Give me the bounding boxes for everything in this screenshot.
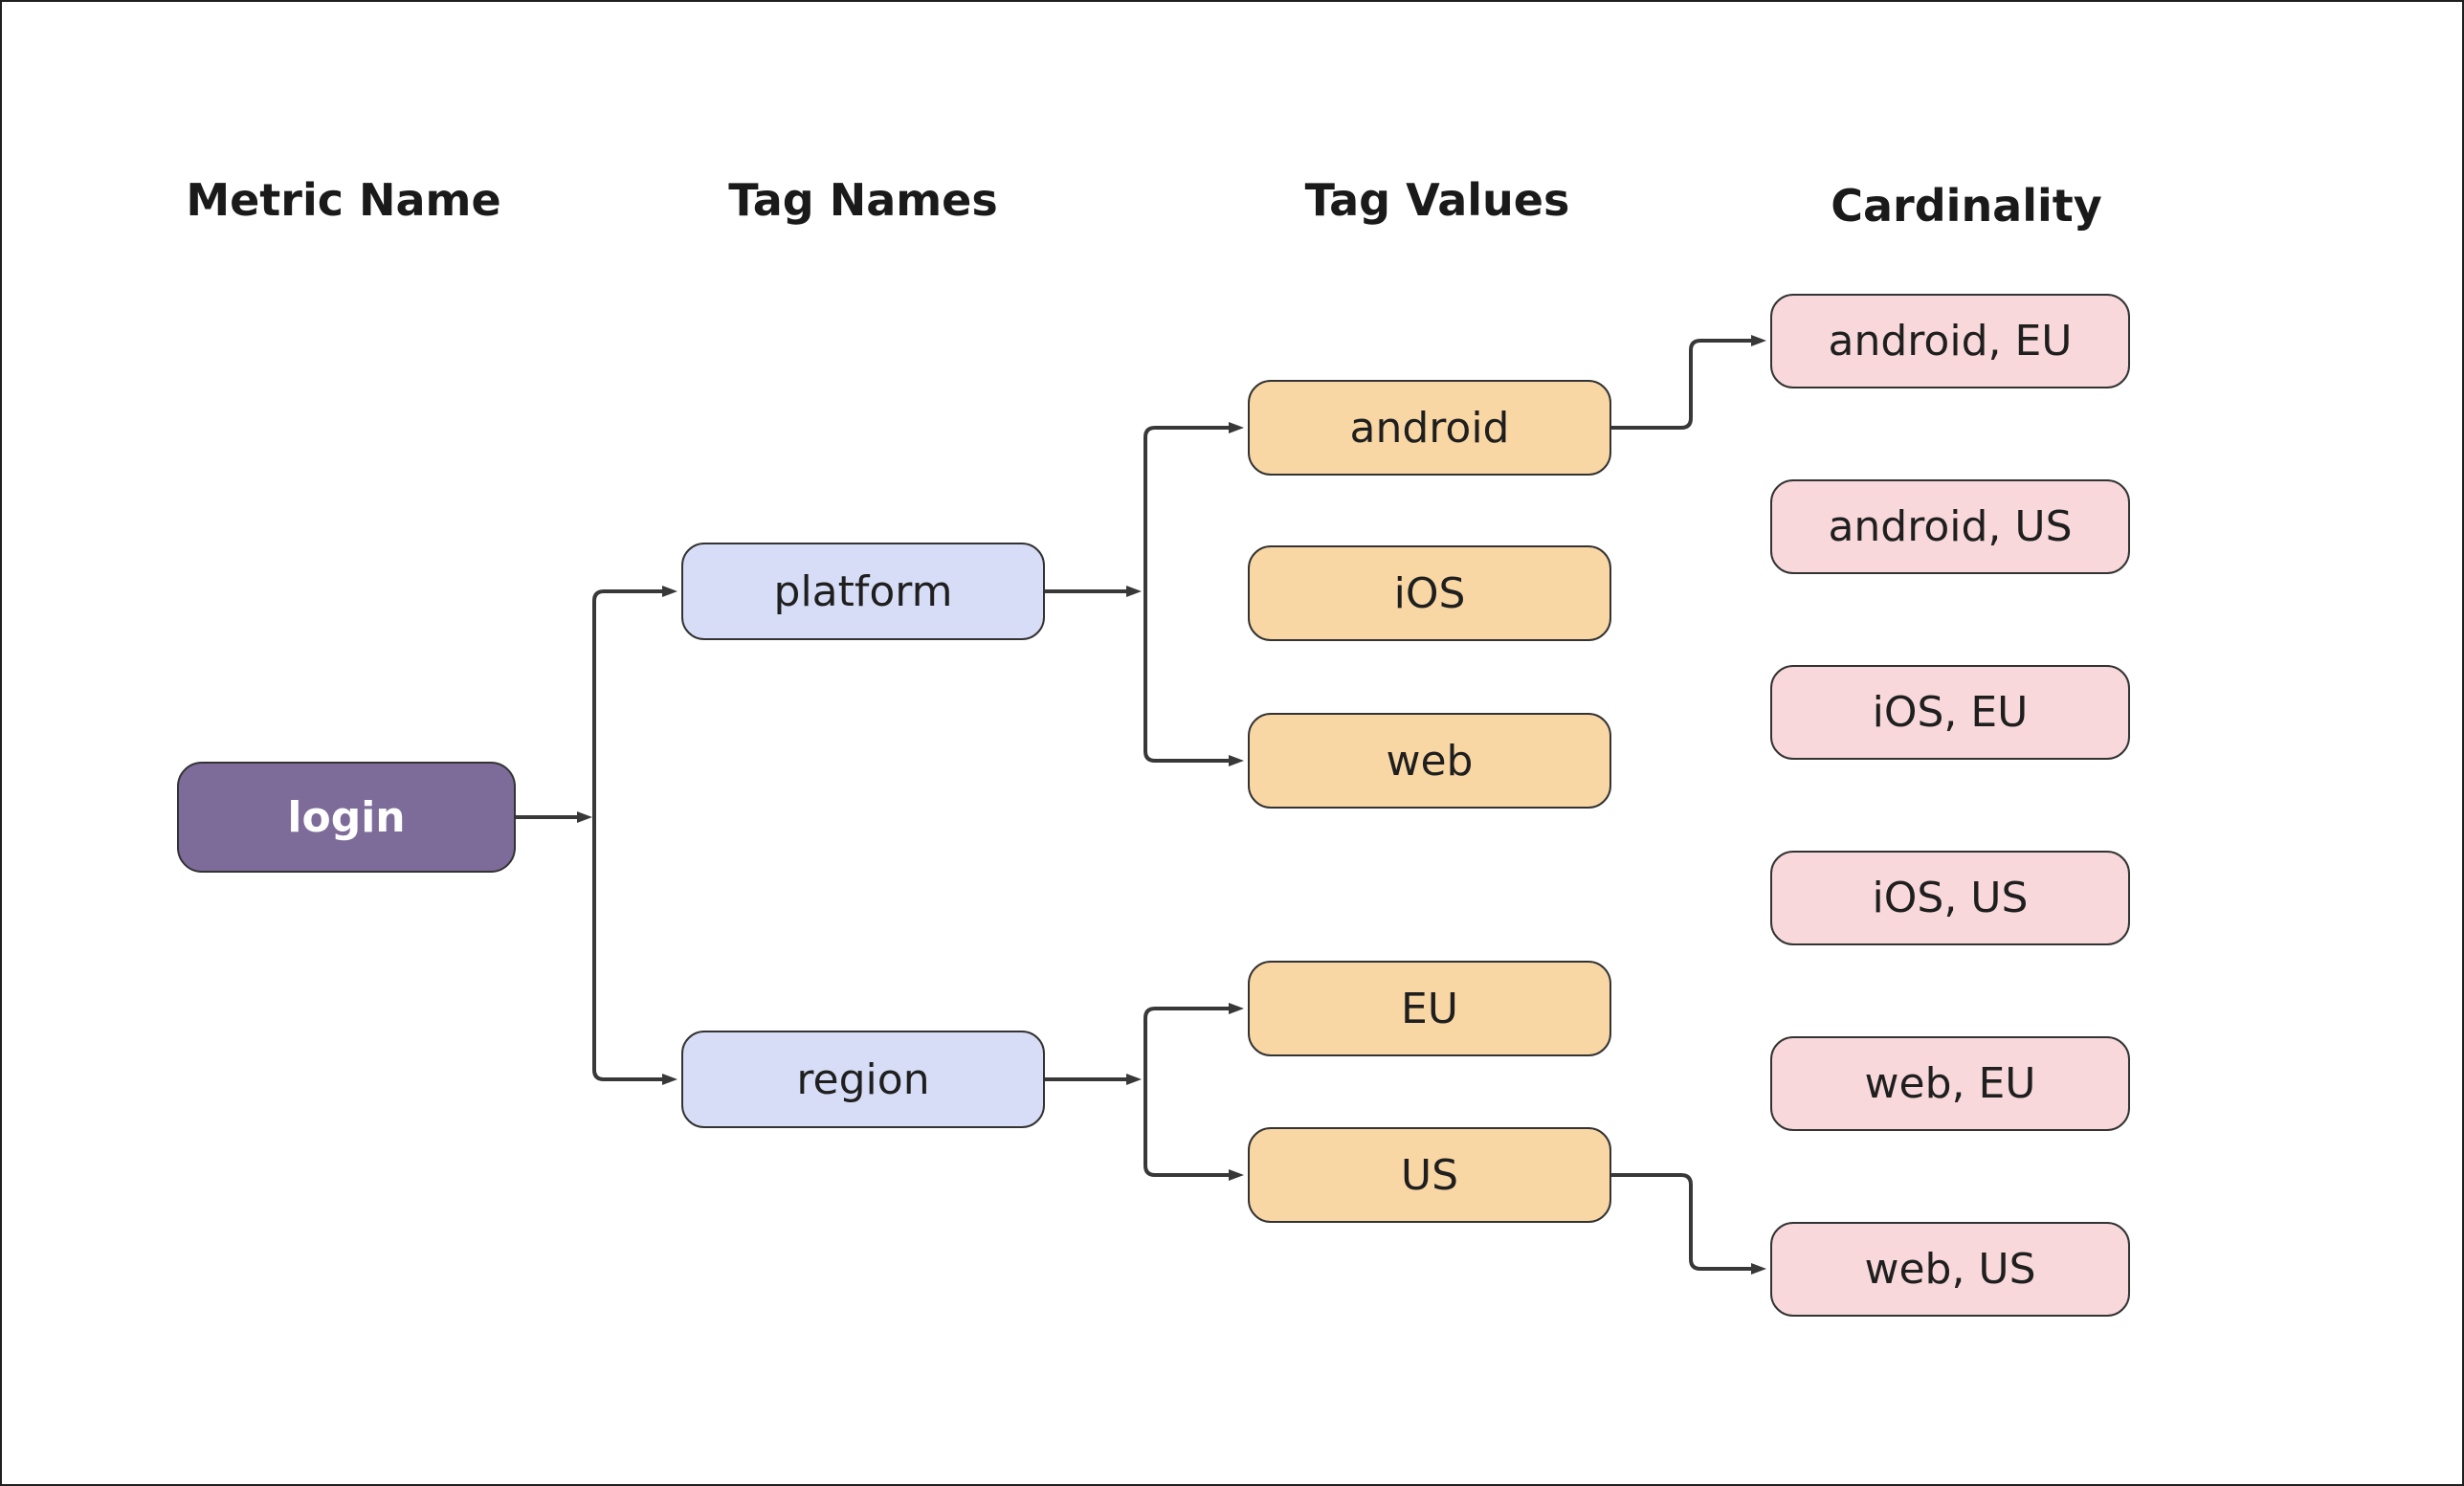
column-header-tag-names: Tag Names (728, 174, 998, 226)
node-login: login (177, 762, 516, 873)
node-us: US (1248, 1127, 1611, 1223)
node-android: android (1248, 380, 1611, 476)
column-header-tag-values: Tag Values (1304, 174, 1570, 226)
column-header-cardinality: Cardinality (1831, 180, 2102, 232)
node-web-eu: web, EU (1770, 1036, 2130, 1131)
node-eu: EU (1248, 961, 1611, 1056)
edge-branch-to-web (1143, 591, 1244, 766)
edge-android-to-android-eu (1611, 335, 1766, 430)
node-platform: platform (681, 543, 1045, 640)
edge-branch-to-us (1143, 1079, 1244, 1181)
node-ios: iOS (1248, 545, 1611, 641)
edge-branch-to-android (1143, 422, 1244, 591)
node-ios-eu: iOS, EU (1770, 665, 2130, 760)
node-region: region (681, 1031, 1045, 1128)
edge-branch-to-eu (1143, 1003, 1244, 1079)
column-header-metric-name: Metric Name (186, 174, 501, 226)
edge-branch-to-region (592, 817, 677, 1085)
node-android-eu: android, EU (1770, 294, 2130, 388)
node-ios-us: iOS, US (1770, 851, 2130, 945)
node-web-us: web, US (1770, 1222, 2130, 1317)
node-android-us: android, US (1770, 479, 2130, 574)
node-web: web (1248, 713, 1611, 809)
edge-branch-to-platform (592, 586, 677, 817)
edge-us-to-web-us (1611, 1173, 1766, 1275)
